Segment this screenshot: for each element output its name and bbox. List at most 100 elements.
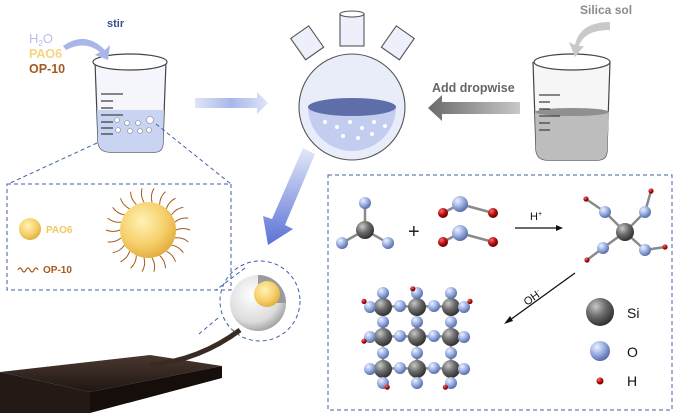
op10-chain	[130, 255, 137, 269]
h-atom	[467, 298, 473, 304]
pao6-label: PAO6	[46, 225, 73, 236]
h-atom	[442, 384, 448, 390]
h-atom	[584, 257, 590, 263]
op10-chain	[150, 188, 155, 203]
op10-chain-icon	[17, 267, 39, 273]
si-atom	[408, 298, 426, 316]
o-atom	[428, 330, 440, 342]
o-atom	[452, 196, 468, 212]
op10-chain	[166, 250, 176, 262]
h-atom	[438, 208, 448, 218]
o-atom	[599, 206, 611, 218]
h-atom	[648, 188, 654, 194]
op10-chain	[107, 237, 122, 243]
si-atom	[408, 360, 426, 378]
op10-chain	[140, 188, 145, 203]
right-arrow-icon	[195, 92, 268, 114]
op10-chain	[112, 244, 125, 254]
pao6-droplet-icon	[19, 218, 41, 240]
o-atom	[452, 225, 468, 241]
si-atom	[408, 328, 426, 346]
h-atom	[583, 196, 589, 202]
op10-label: OP-10	[43, 265, 72, 276]
o-atom	[445, 287, 457, 299]
legend-o-label: O	[627, 344, 638, 360]
op10-chain	[130, 191, 137, 205]
micelle-legend-box: PAO6 OP-10	[17, 188, 191, 276]
op10-chain	[174, 217, 189, 223]
op10-chain	[159, 255, 166, 269]
si-atom	[356, 221, 374, 239]
h-atom	[488, 237, 498, 247]
op10-chain	[151, 257, 156, 272]
o-atom	[377, 316, 389, 328]
acid-arrow-icon	[515, 225, 563, 231]
add-dropwise-label: Add dropwise	[432, 81, 515, 95]
atom-legend: Si O H	[586, 298, 639, 389]
h-atom	[488, 208, 498, 218]
h-atom	[384, 384, 390, 390]
si-atom	[374, 328, 392, 346]
plus-sign: +	[408, 221, 420, 243]
o-atom	[639, 206, 651, 218]
o-atom	[597, 242, 609, 254]
op10-chain	[120, 251, 131, 263]
molecules	[336, 188, 668, 390]
o-atom	[336, 237, 348, 249]
legend-h-label: H	[627, 373, 637, 389]
si-atom	[442, 298, 460, 316]
o-atom	[458, 301, 470, 313]
o-atom	[445, 377, 457, 389]
down-arrow-icon	[263, 148, 315, 245]
o-atom	[428, 362, 440, 374]
si-atom-icon	[586, 298, 614, 326]
ingredient-op10: OP-10	[29, 62, 65, 76]
op10-chain	[141, 257, 146, 272]
h-atom	[662, 244, 668, 250]
op10-chain	[171, 244, 184, 253]
si-atom	[442, 360, 460, 378]
beaker-silica-sol	[532, 53, 611, 161]
stir-arrow-icon	[63, 38, 110, 60]
op10-chain	[171, 206, 184, 216]
o-atom	[377, 287, 389, 299]
si-atom	[374, 298, 392, 316]
o-atom	[359, 197, 371, 209]
op10-chain	[165, 197, 176, 209]
reaction-box	[327, 174, 673, 411]
ingredient-pao6: PAO6	[29, 47, 62, 61]
o-atom	[458, 331, 470, 343]
o-atom	[377, 347, 389, 359]
o-atom	[445, 316, 457, 328]
h-atom-icon	[596, 377, 604, 385]
silica-sol-label: Silica sol	[580, 3, 632, 17]
h-atom	[361, 298, 367, 304]
base-arrow-icon	[504, 272, 576, 324]
o-atom	[411, 347, 423, 359]
o-atom	[639, 244, 651, 256]
micelle-icon	[105, 188, 191, 272]
op10-chain	[112, 207, 125, 216]
legend-si-label: Si	[627, 305, 639, 321]
three-neck-flask	[289, 10, 416, 161]
ingredient-water: H2O	[29, 31, 53, 48]
curved-gray-arrow-icon	[569, 22, 610, 57]
si-atom	[616, 223, 634, 241]
o-atom	[394, 300, 406, 312]
o-atom	[445, 347, 457, 359]
h-atom	[410, 286, 416, 292]
si-atom	[442, 328, 460, 346]
h-atom	[438, 237, 448, 247]
o-atom	[411, 377, 423, 389]
base-label: OH-	[522, 287, 545, 308]
o-atom	[458, 363, 470, 375]
op10-chain	[105, 229, 121, 232]
op10-chain	[175, 228, 191, 231]
o-atom	[394, 362, 406, 374]
o-atom	[394, 330, 406, 342]
acid-label: H+	[530, 211, 542, 223]
o-atom	[364, 301, 376, 313]
stir-label: stir	[107, 18, 125, 30]
zoom-lines	[6, 123, 301, 342]
